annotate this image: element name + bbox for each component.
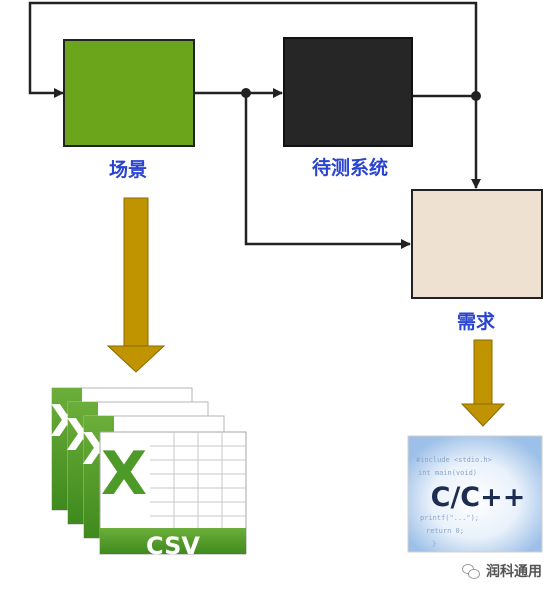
junction-dot-left [241,88,251,98]
svg-text:printf("...");: printf("..."); [420,514,479,522]
watermark: 润科通用 [462,561,542,581]
requirement-export-arrow [460,339,506,427]
scenario-block [63,39,195,147]
sut-to-requirement-line [412,94,481,189]
svg-text:int main(void): int main(void) [418,469,477,477]
scenario-export-arrow [106,197,166,373]
c-cpp-label: C/C++ [431,482,526,513]
csv-files-icon: X X X X CSV [50,387,247,560]
requirement-block [411,189,543,299]
c-code-image: #include <stdio.h> int main(void) printf… [407,435,543,553]
csv-label: CSV [146,532,200,560]
watermark-text: 润科通用 [486,564,542,580]
junction-dot-right [471,91,481,101]
svg-text:return 0;: return 0; [426,527,464,535]
wechat-icon [462,563,480,579]
svg-text:#include <stdio.h>: #include <stdio.h> [416,456,492,464]
excel-x-glyph: X [101,439,147,509]
requirement-label: 需求 [457,310,496,333]
svg-text:}: } [432,540,436,548]
feedback-loop-line [28,1,478,98]
sut-label: 待测系统 [312,156,388,179]
scenario-to-requirement-line [244,93,411,249]
scenario-label: 场景 [109,159,147,181]
sut-block [283,37,413,147]
